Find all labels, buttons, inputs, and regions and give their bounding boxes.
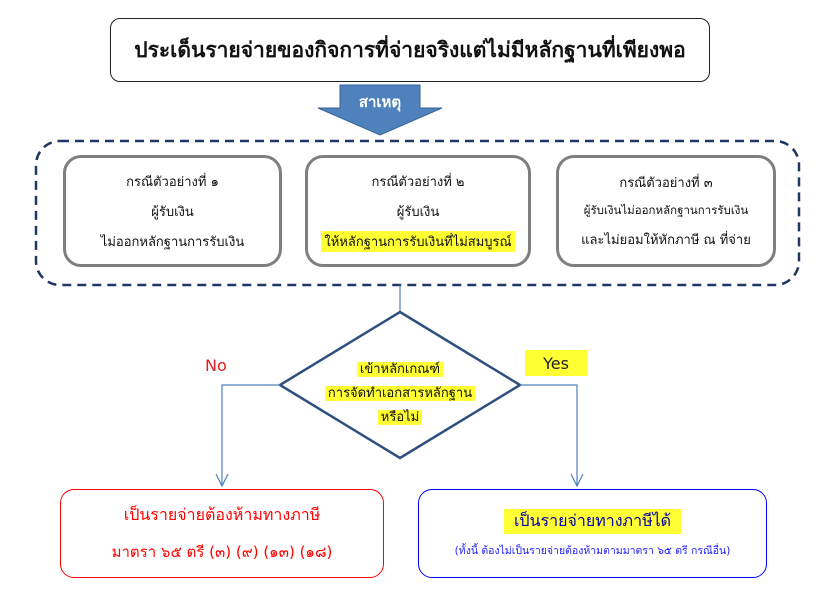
case-line: และไม่ยอมให้หักภาษี ณ ที่จ่าย	[581, 233, 751, 248]
cause-arrow	[317, 84, 443, 136]
case-3-box: กรณีตัวอย่างที่ ๓ ผู้รับเงินไม่ออกหลักฐา…	[556, 155, 776, 267]
result-yes-box: เป็นรายจ่ายทางภาษีได้ (ทั้งนี้ ต้องไม่เป…	[418, 489, 767, 578]
case-heading: กรณีตัวอย่างที่ ๒	[371, 174, 465, 190]
case-2-box: กรณีตัวอย่างที่ ๒ ผู้รับเงิน ให้หลักฐานก…	[305, 155, 531, 267]
decision-line: หรือไม่	[377, 410, 423, 425]
case-line-highlighted: ให้หลักฐานการรับเงินที่ไม่สมบูรณ์	[321, 230, 515, 252]
result-no-title: เป็นรายจ่ายต้องห้ามทางภาษี	[123, 505, 321, 524]
decision-text: เข้าหลักเกณฑ์ การจัดทำเอกสารหลักฐาน หรือ…	[290, 358, 510, 430]
cases-dashed-container	[34, 139, 801, 287]
no-connector	[221, 384, 280, 486]
diagram-title: ประเด็นรายจ่ายของกิจการที่จ่ายจริงแต่ไม่…	[110, 18, 710, 82]
case-1-box: กรณีตัวอย่างที่ ๑ ผู้รับเงิน ไม่ออกหลักฐ…	[63, 155, 282, 267]
yes-label: Yes	[525, 350, 587, 376]
result-no-section: มาตรา ๖๕ ตรี (๓) (๙) (๑๓) (๑๘)	[111, 543, 333, 561]
no-label: No	[205, 356, 227, 375]
result-no-box: เป็นรายจ่ายต้องห้ามทางภาษี มาตรา ๖๕ ตรี …	[60, 489, 384, 578]
case-line: ไม่ออกหลักฐานการรับเงิน	[100, 234, 245, 250]
yes-arrowhead	[570, 473, 584, 488]
yes-connector	[520, 384, 578, 486]
case-heading: กรณีตัวอย่างที่ ๓	[619, 176, 713, 191]
case-line: ผู้รับเงินไม่ออกหลักฐานการรับเงิน	[583, 203, 749, 217]
case-line: ผู้รับเงิน	[396, 204, 440, 220]
decision-diamond	[277, 310, 523, 460]
case-line: ผู้รับเงิน	[151, 204, 194, 220]
title-text: ประเด็นรายจ่ายของกิจการที่จ่ายจริงแต่ไม่…	[134, 37, 686, 62]
case-heading: กรณีตัวอย่างที่ ๑	[126, 174, 219, 190]
cause-label: สาเหตุ	[358, 93, 402, 111]
decision-line: เข้าหลักเกณฑ์	[356, 362, 444, 377]
no-arrowhead	[215, 473, 229, 488]
result-yes-title: เป็นรายจ่ายทางภาษีได้	[503, 508, 682, 534]
result-yes-note: (ทั้งนี้ ต้องไม่เป็นรายจ่ายต้องห้ามตามมา…	[454, 544, 731, 557]
decision-line: การจัดทำเอกสารหลักฐาน	[324, 386, 476, 401]
